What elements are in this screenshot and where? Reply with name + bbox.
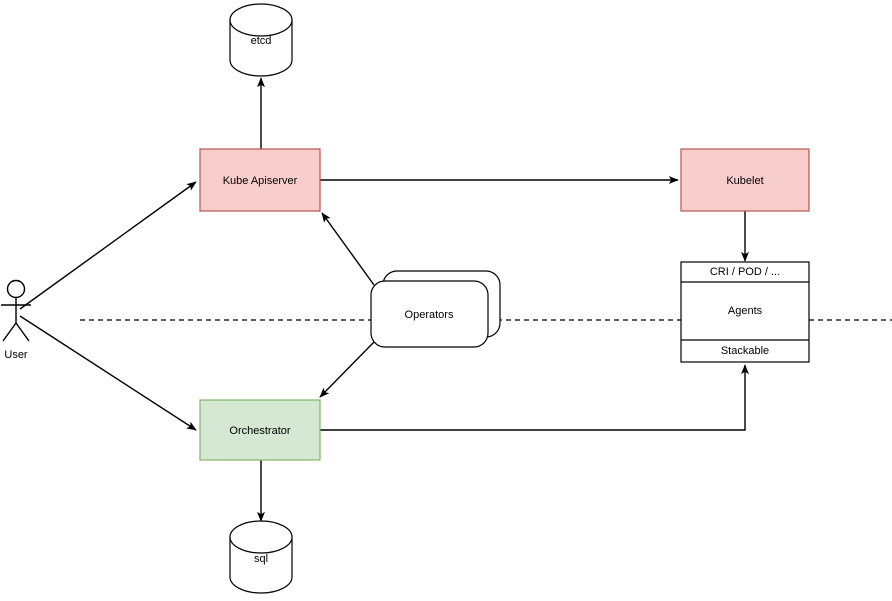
sql-cylinder-top: [229, 520, 293, 554]
operators-front-card: [370, 280, 489, 348]
agents-label: Agents: [728, 305, 763, 317]
kubelet-label: Kubelet: [726, 175, 763, 187]
orchestrator-label: Orchestrator: [229, 425, 290, 437]
operators-label: Operators: [405, 309, 454, 321]
cri-pod-label: CRI / POD / ...: [710, 266, 780, 278]
edge-operators-to-kube-apiserver: [321, 212, 375, 286]
node-orchestrator[interactable]: Orchestrator: [199, 399, 321, 461]
kubelet-box: [680, 148, 810, 212]
edge-operators-to-orchestrator: [319, 341, 375, 398]
node-etcd[interactable]: etcd: [229, 3, 293, 77]
edge-user-to-orchestrator: [19, 315, 197, 431]
etcd-label: etcd: [251, 35, 272, 47]
node-kube-apiserver[interactable]: Kube Apiserver: [199, 148, 321, 212]
user-head-icon: [6, 279, 26, 299]
kube-apiserver-box: [199, 148, 321, 212]
orchestrator-box: [199, 399, 321, 461]
user-leg-right: [15, 322, 30, 342]
node-operators[interactable]: Operators: [370, 270, 501, 348]
etcd-cylinder-top: [229, 3, 293, 37]
edge-user-to-kube-apiserver: [19, 181, 197, 310]
edge-orchestrator-to-stackable: [320, 364, 749, 431]
kube-apiserver-label: Kube Apiserver: [223, 175, 298, 187]
user-label: User: [4, 349, 28, 361]
edges-layer: [19, 77, 749, 522]
agents-outer-box: [680, 261, 810, 363]
node-kubelet[interactable]: Kubelet: [680, 148, 810, 212]
node-user[interactable]: User: [1, 279, 31, 362]
node-agents[interactable]: CRI / POD / ... Agents Stackable: [680, 261, 810, 363]
sql-label: sql: [254, 553, 268, 565]
node-sql[interactable]: sql: [229, 520, 293, 594]
user-leg-left: [2, 322, 17, 342]
stackable-label: Stackable: [721, 345, 769, 357]
